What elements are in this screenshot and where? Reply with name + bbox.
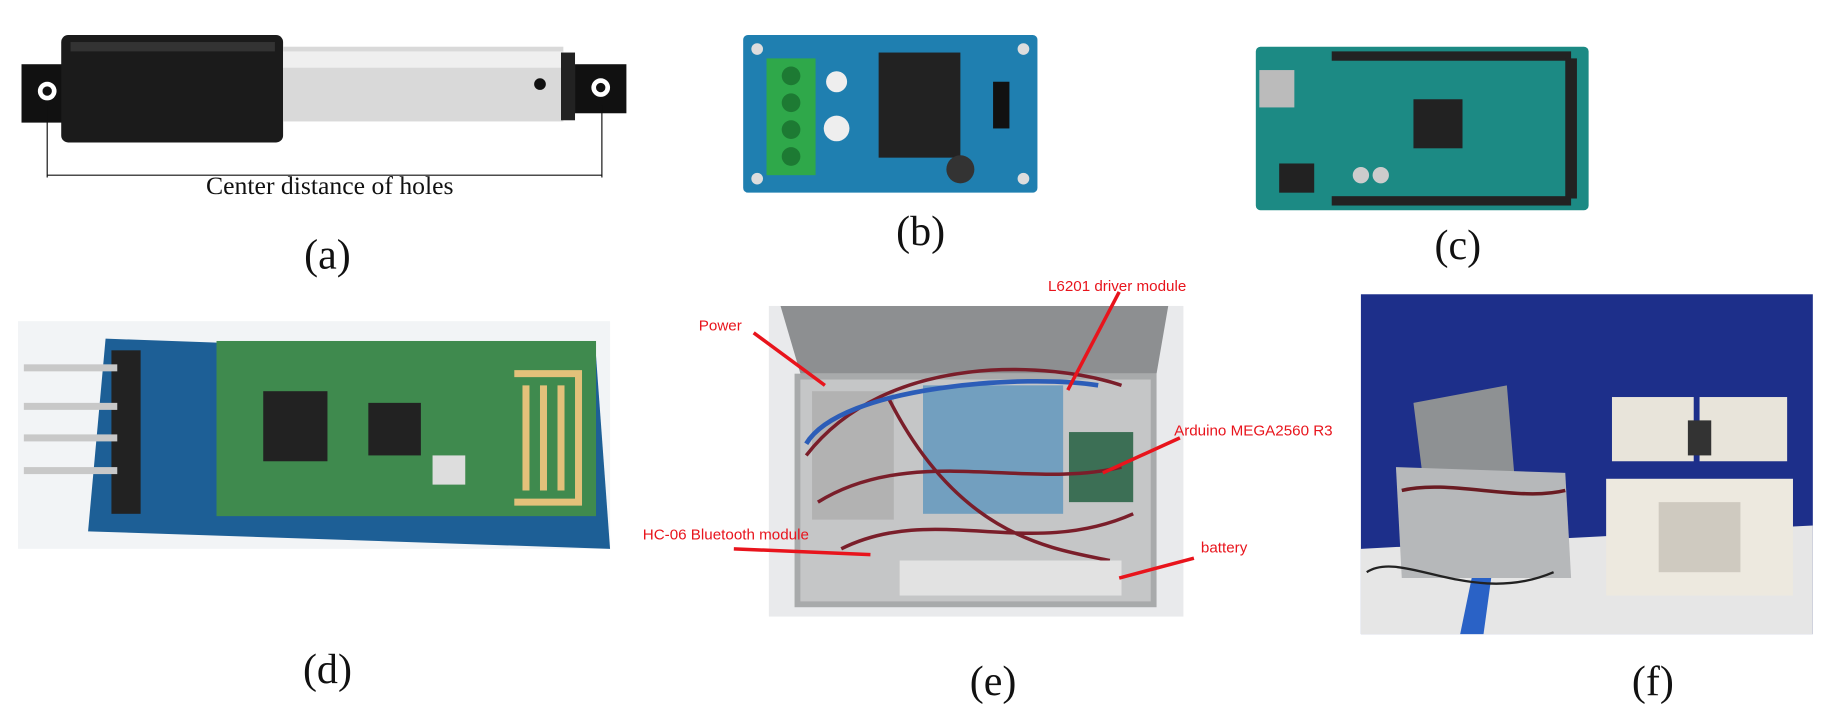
- panel-a-dimension-label: Center distance of holes: [206, 171, 454, 200]
- panel-d-bluetooth-module-image: [18, 321, 611, 549]
- panel-d-label: (d): [303, 647, 352, 693]
- panel-f-prototype-photo: [1360, 294, 1813, 635]
- panel-a-actuator-image: [21, 35, 627, 178]
- panel-e-label: (e): [970, 659, 1017, 705]
- panel-e-annotation-arrows: [733, 291, 1195, 580]
- panel-c-arduino-image: [1255, 46, 1589, 211]
- panel-a-label: (a): [304, 233, 351, 279]
- panel-b-label: (b): [896, 209, 945, 255]
- panel-e-control-box-image: [768, 305, 1184, 617]
- annotation-driver-module: L6201 driver module: [1048, 278, 1186, 295]
- panel-f-label: (f): [1632, 659, 1674, 705]
- panel-b-driver-board-image: [743, 35, 1038, 193]
- annotation-arduino: Arduino MEGA2560 R3: [1174, 423, 1333, 440]
- annotation-battery: battery: [1201, 539, 1248, 556]
- panel-c-label: (c): [1435, 223, 1482, 269]
- annotation-bluetooth: HC-06 Bluetooth module: [643, 526, 809, 543]
- annotation-power: Power: [699, 317, 742, 334]
